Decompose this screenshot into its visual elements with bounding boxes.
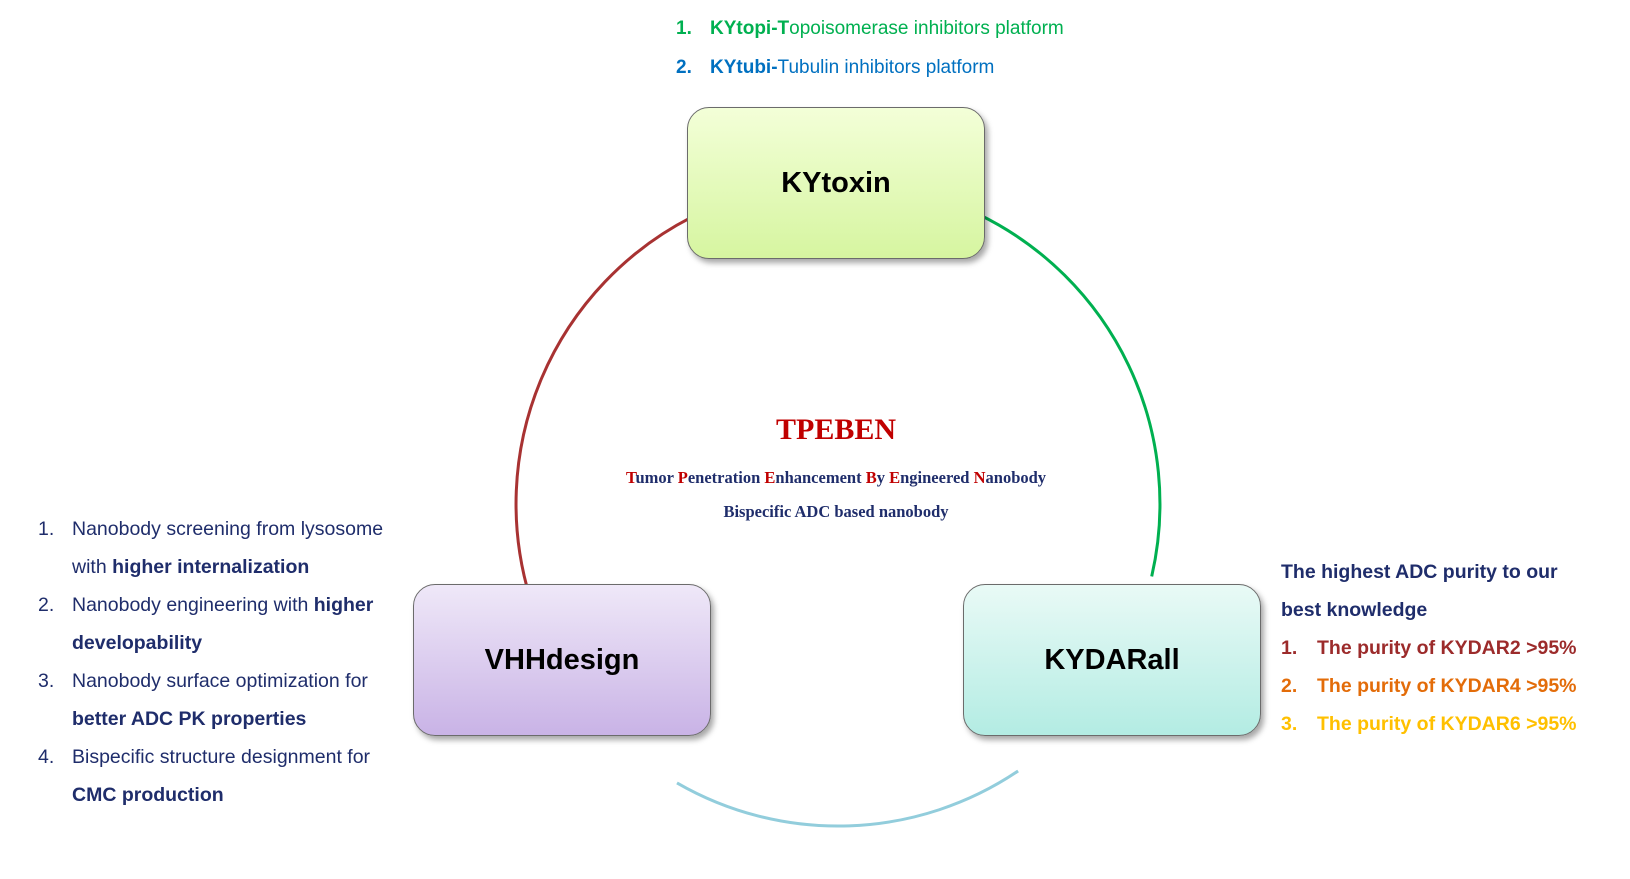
kydarall-label: KYDARall [1044,643,1180,676]
center-title: TPEBEN [775,413,897,446]
kytoxin-node: KYtoxin [687,107,985,259]
vhh-feature-1-line2: with higher internalization [72,556,309,579]
platform-desc: opoisomerase inhibitors platform [789,18,1064,39]
center-subtitle: Bispecific ADC based nanobody [723,502,949,521]
platform-num: 2. [676,57,692,78]
acronym-cap: B [865,468,877,487]
purity-num: 2. [1281,675,1298,697]
vhh-feature-3-line2: better ADC PK properties [72,708,306,731]
feature-text: Nanobody screening from lysosome [72,518,384,540]
feature-text: Bispecific structure designment for [72,746,371,768]
kydar-purity-item-1: 1. The purity of KYDAR2 >95% [1281,637,1577,660]
kydar-heading-line1: The highest ADC purity to our [1281,561,1558,583]
platform-num: 1. [676,18,692,39]
kydarall-node: KYDARall [963,584,1261,736]
feature-num: 4. [38,746,55,768]
platform-name: KYtubi- [710,57,778,78]
purity-text: The purity of KYDAR4 >95% [1317,675,1577,697]
vhh-feature-1-line1: 1. Nanobody screening from lysosome [38,518,384,541]
platform-item-2: 2. KYtubi-Tubulin inhibitors platform [676,57,994,79]
feature-highlight: better ADC PK properties [72,708,307,730]
acronym-word: anobody [985,468,1047,487]
acronym-cap: P [677,468,688,487]
feature-num: 3. [38,670,55,692]
feature-text: Nanobody surface optimization for [72,670,368,692]
feature-num: 2. [38,594,55,616]
kydar-heading-line2: best knowledge [1281,599,1428,621]
purity-text: The purity of KYDAR2 >95% [1317,637,1577,659]
arc-kytoxin-to-kydarall [978,213,1162,577]
feature-highlight: CMC production [72,784,224,806]
vhh-feature-3-line1: 3. Nanobody surface optimization for [38,670,368,693]
vhh-feature-4-line1: 4. Bispecific structure designment for [38,746,371,769]
acronym-word: umor [635,468,678,487]
platform-name: KYtopi-T [710,18,790,39]
feature-text: Nanobody engineering with [72,594,314,616]
feature-highlight: higher internalization [112,556,310,578]
vhhdesign-label: VHHdesign [484,643,640,676]
vhh-feature-4-line2: CMC production [72,784,224,807]
platform-desc: Tubulin inhibitors platform [777,57,995,78]
feature-num: 1. [38,518,55,540]
acronym-cap: N [973,468,986,487]
platform-item-1: 1. KYtopi-Topoisomerase inhibitors platfo… [676,18,1064,40]
vhh-feature-2-line1: 2. Nanobody engineering with higher [38,594,374,617]
acronym-word: enetration [687,468,765,487]
kydar-purity-item-3: 3. The purity of KYDAR6 >95% [1281,713,1577,736]
acronym-word: ngineered [900,468,974,487]
kytoxin-label: KYtoxin [781,166,891,199]
vhhdesign-node: VHHdesign [413,584,711,736]
feature-highlight: higher [313,594,374,616]
acronym-cap: E [764,468,776,487]
vhh-feature-2-line2: developability [72,632,202,655]
arc-kydarall-to-vhh [676,769,1019,828]
center-acronym-expansion: Tumor Penetration Enhancement By Enginee… [536,468,1136,488]
acronym-word: y [876,468,890,487]
acronym-cap: T [625,468,636,487]
arc-vhh-to-kytoxin [514,215,693,599]
purity-text: The purity of KYDAR6 >95% [1317,713,1577,735]
acronym-word: nhancement [775,468,866,487]
purity-num: 1. [1281,637,1298,659]
acronym-cap: E [889,468,901,487]
feature-highlight: developability [72,632,203,654]
kydar-purity-item-2: 2. The purity of KYDAR4 >95% [1281,675,1577,698]
feature-text: with [72,556,113,578]
purity-num: 3. [1281,713,1298,735]
